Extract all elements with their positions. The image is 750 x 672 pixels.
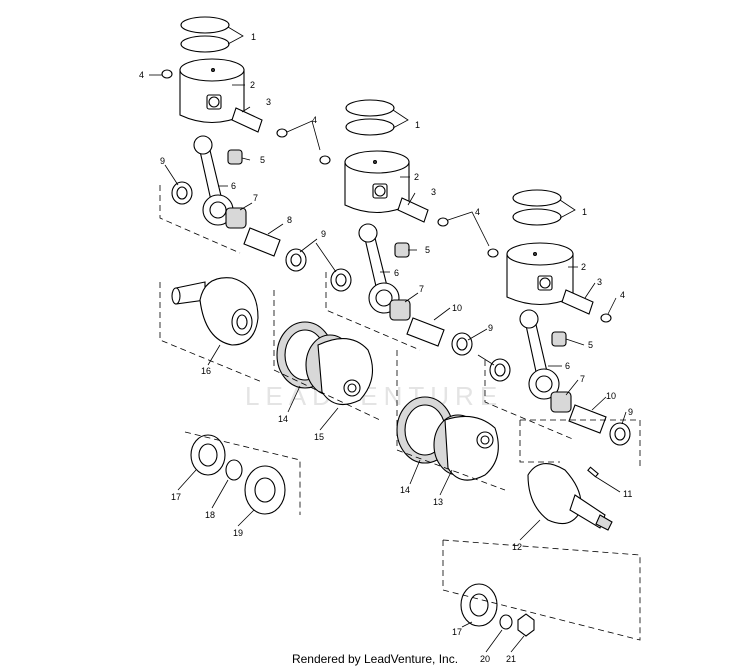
callout-13: 13	[433, 497, 443, 507]
callout-5: 5	[425, 245, 430, 255]
callout-9: 9	[160, 156, 165, 166]
callout-15: 15	[314, 432, 324, 442]
callout-19: 19	[233, 528, 243, 538]
callout-14: 14	[400, 485, 410, 495]
callout-9: 9	[628, 407, 633, 417]
callout-1: 1	[582, 207, 587, 217]
callout-21: 21	[506, 654, 516, 664]
bearing-parts	[184, 431, 641, 641]
callout-8: 8	[287, 215, 292, 225]
crankshaft-parts	[159, 277, 641, 531]
callout-3: 3	[431, 187, 436, 197]
footer-credit: Rendered by LeadVenture, Inc.	[291, 652, 459, 666]
callout-1: 1	[251, 32, 256, 42]
piston-assembly-2	[325, 99, 499, 356]
callout-17: 17	[452, 627, 462, 637]
callout-5: 5	[260, 155, 265, 165]
callout-20: 20	[480, 654, 490, 664]
callout-6: 6	[394, 268, 399, 278]
callout-4: 4	[620, 290, 625, 300]
callout-7: 7	[580, 374, 585, 384]
callout-2: 2	[581, 262, 586, 272]
callout-4: 4	[312, 115, 317, 125]
callout-9: 9	[321, 229, 326, 239]
piston-assembly-1	[149, 16, 331, 272]
callout-leaders	[164, 84, 627, 653]
callout-5: 5	[588, 340, 593, 350]
callout-4: 4	[139, 70, 144, 80]
callout-10: 10	[452, 303, 462, 313]
callout-1: 1	[415, 120, 420, 130]
callout-3: 3	[266, 97, 271, 107]
callout-4: 4	[475, 207, 480, 217]
callout-14: 14	[278, 414, 288, 424]
callout-12: 12	[512, 542, 522, 552]
callout-7: 7	[419, 284, 424, 294]
callout-16: 16	[201, 366, 211, 376]
callout-17: 17	[171, 492, 181, 502]
callout-6: 6	[565, 361, 570, 371]
callout-2: 2	[414, 172, 419, 182]
callout-10: 10	[606, 391, 616, 401]
callout-3: 3	[597, 277, 602, 287]
watermark: LEADVENTURE	[245, 381, 503, 411]
callout-labels: 1 2 3 4 4 5 6 7 8 9 9 1 2 3 4 5 6 7 10 9…	[139, 32, 633, 664]
piston-assembly-3	[484, 189, 631, 446]
callout-18: 18	[205, 510, 215, 520]
callout-6: 6	[231, 181, 236, 191]
callout-2: 2	[250, 80, 255, 90]
callout-7: 7	[253, 193, 258, 203]
callout-9: 9	[488, 323, 493, 333]
callout-11: 11	[623, 489, 632, 499]
